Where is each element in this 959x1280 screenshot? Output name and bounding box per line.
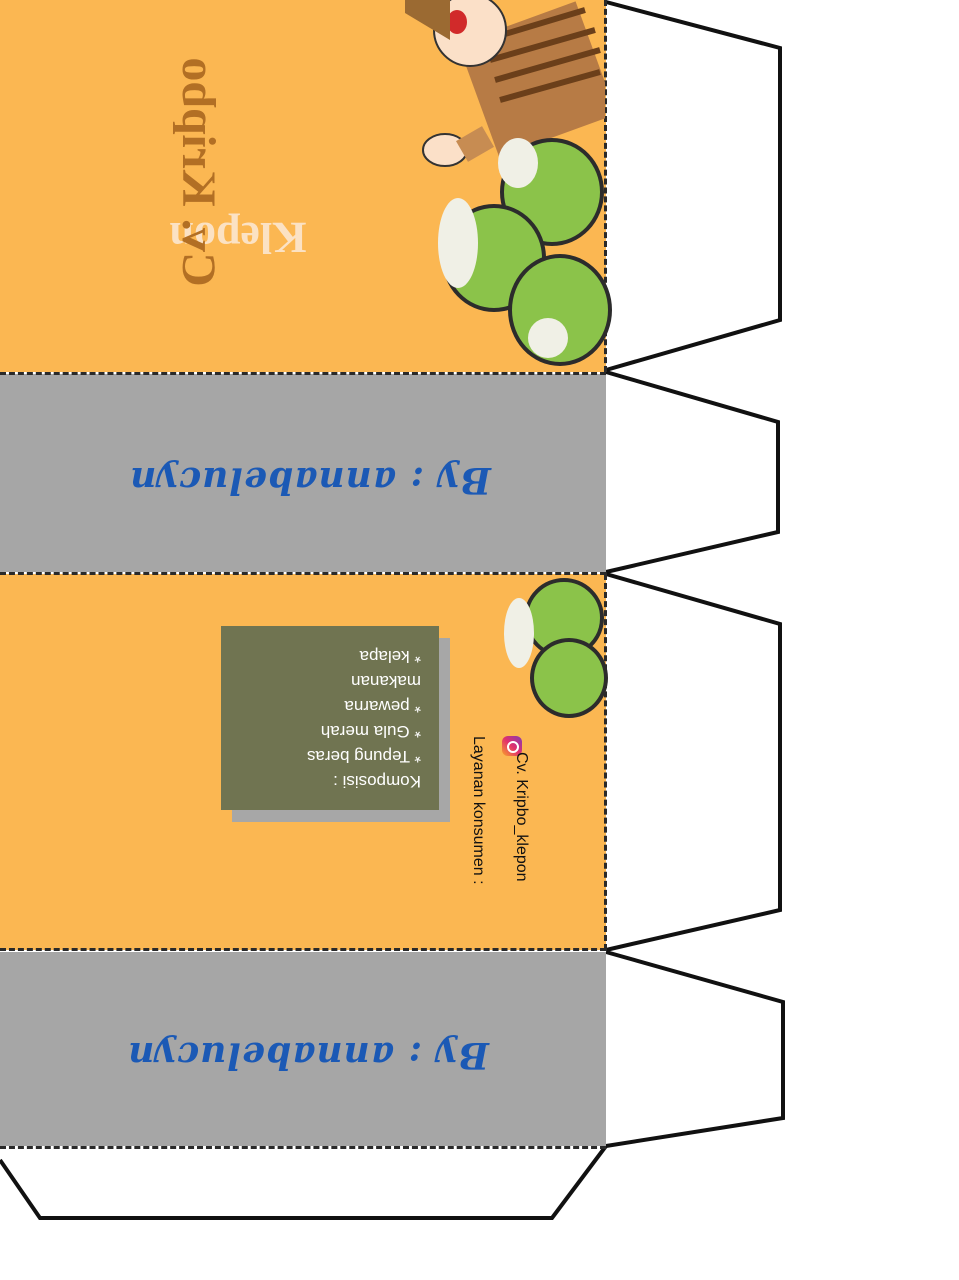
flap-3	[605, 572, 782, 952]
info-box	[221, 626, 439, 810]
flap-bottom	[0, 1144, 608, 1220]
flap-top	[605, 0, 782, 372]
flap-2	[605, 370, 780, 574]
side-panel-2	[0, 952, 606, 1146]
fold-line-1	[0, 372, 606, 375]
fold-line-3	[0, 948, 606, 951]
mascot-figure	[405, 0, 605, 167]
ingredient-4: makanan	[351, 672, 421, 691]
byline-1: By : annabelucyn	[129, 459, 491, 501]
brand-title: Cv. Kripbo	[172, 57, 225, 287]
instagram-handle[interactable]: Cv. Kripbo_klepon	[513, 752, 530, 882]
side-panel-1	[0, 374, 606, 572]
flap-4	[605, 950, 785, 1148]
info-box-text: Komposisi : * Tepung beras * Gula merah …	[221, 626, 439, 810]
fold-line-side-2	[604, 574, 607, 950]
ingredient-5: * kelapa	[359, 647, 421, 666]
ingredient-3: * pewarna	[344, 697, 421, 716]
ingredient-2: * Gula merah	[320, 722, 421, 741]
ingredient-1: * Tepung beras	[306, 747, 421, 766]
klepon-characters-back	[504, 578, 608, 728]
instagram-icon[interactable]	[502, 736, 522, 756]
fold-line-2	[0, 572, 606, 575]
byline-2: By : annabelucyn	[127, 1034, 489, 1076]
composition-label: Komposisi :	[333, 772, 421, 791]
fold-line-4	[0, 1146, 606, 1149]
fold-line-side-1	[604, 0, 607, 372]
customer-service-label: Layanan konsumen :	[470, 736, 487, 885]
klepon-characters-front	[438, 138, 612, 378]
